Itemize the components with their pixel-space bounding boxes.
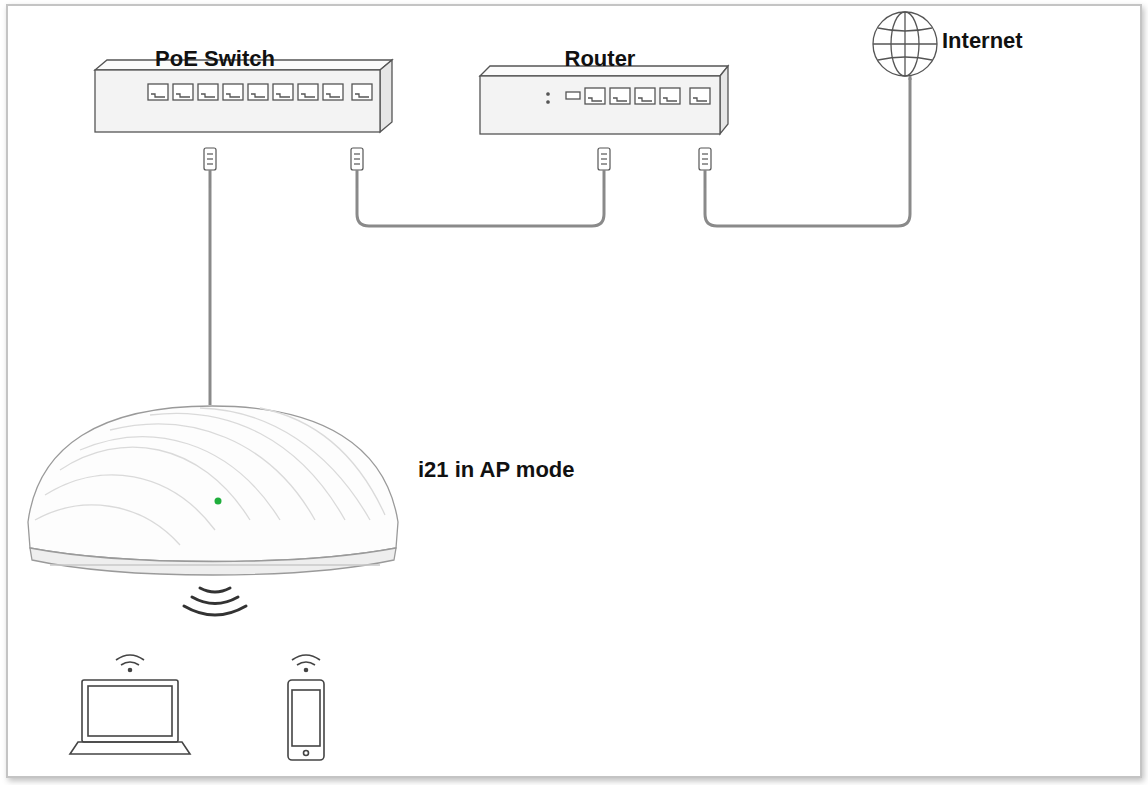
laptop-icon bbox=[70, 655, 190, 754]
router-node: Router bbox=[475, 38, 735, 188]
phone-icon bbox=[288, 655, 324, 760]
internet-node: Internet bbox=[868, 8, 1068, 78]
plug-cable-stub bbox=[210, 170, 705, 188]
device-label: Internet bbox=[942, 28, 1062, 54]
router-body bbox=[480, 66, 728, 134]
ethernet-cable bbox=[209, 188, 212, 405]
switch-node: PoE Switch bbox=[90, 38, 395, 188]
device-label: Router bbox=[475, 46, 725, 72]
ethernet-cable bbox=[705, 78, 910, 226]
wifi-signal bbox=[184, 588, 246, 615]
access-point-node: i21 in AP mode bbox=[20, 405, 600, 580]
device-label: PoE Switch bbox=[90, 46, 340, 72]
internet-globe bbox=[873, 12, 937, 76]
rj45-plug bbox=[204, 148, 711, 170]
status-led bbox=[215, 498, 222, 505]
ethernet-cable bbox=[357, 188, 604, 226]
access-point-body bbox=[28, 406, 398, 575]
device-label: i21 in AP mode bbox=[418, 457, 598, 483]
